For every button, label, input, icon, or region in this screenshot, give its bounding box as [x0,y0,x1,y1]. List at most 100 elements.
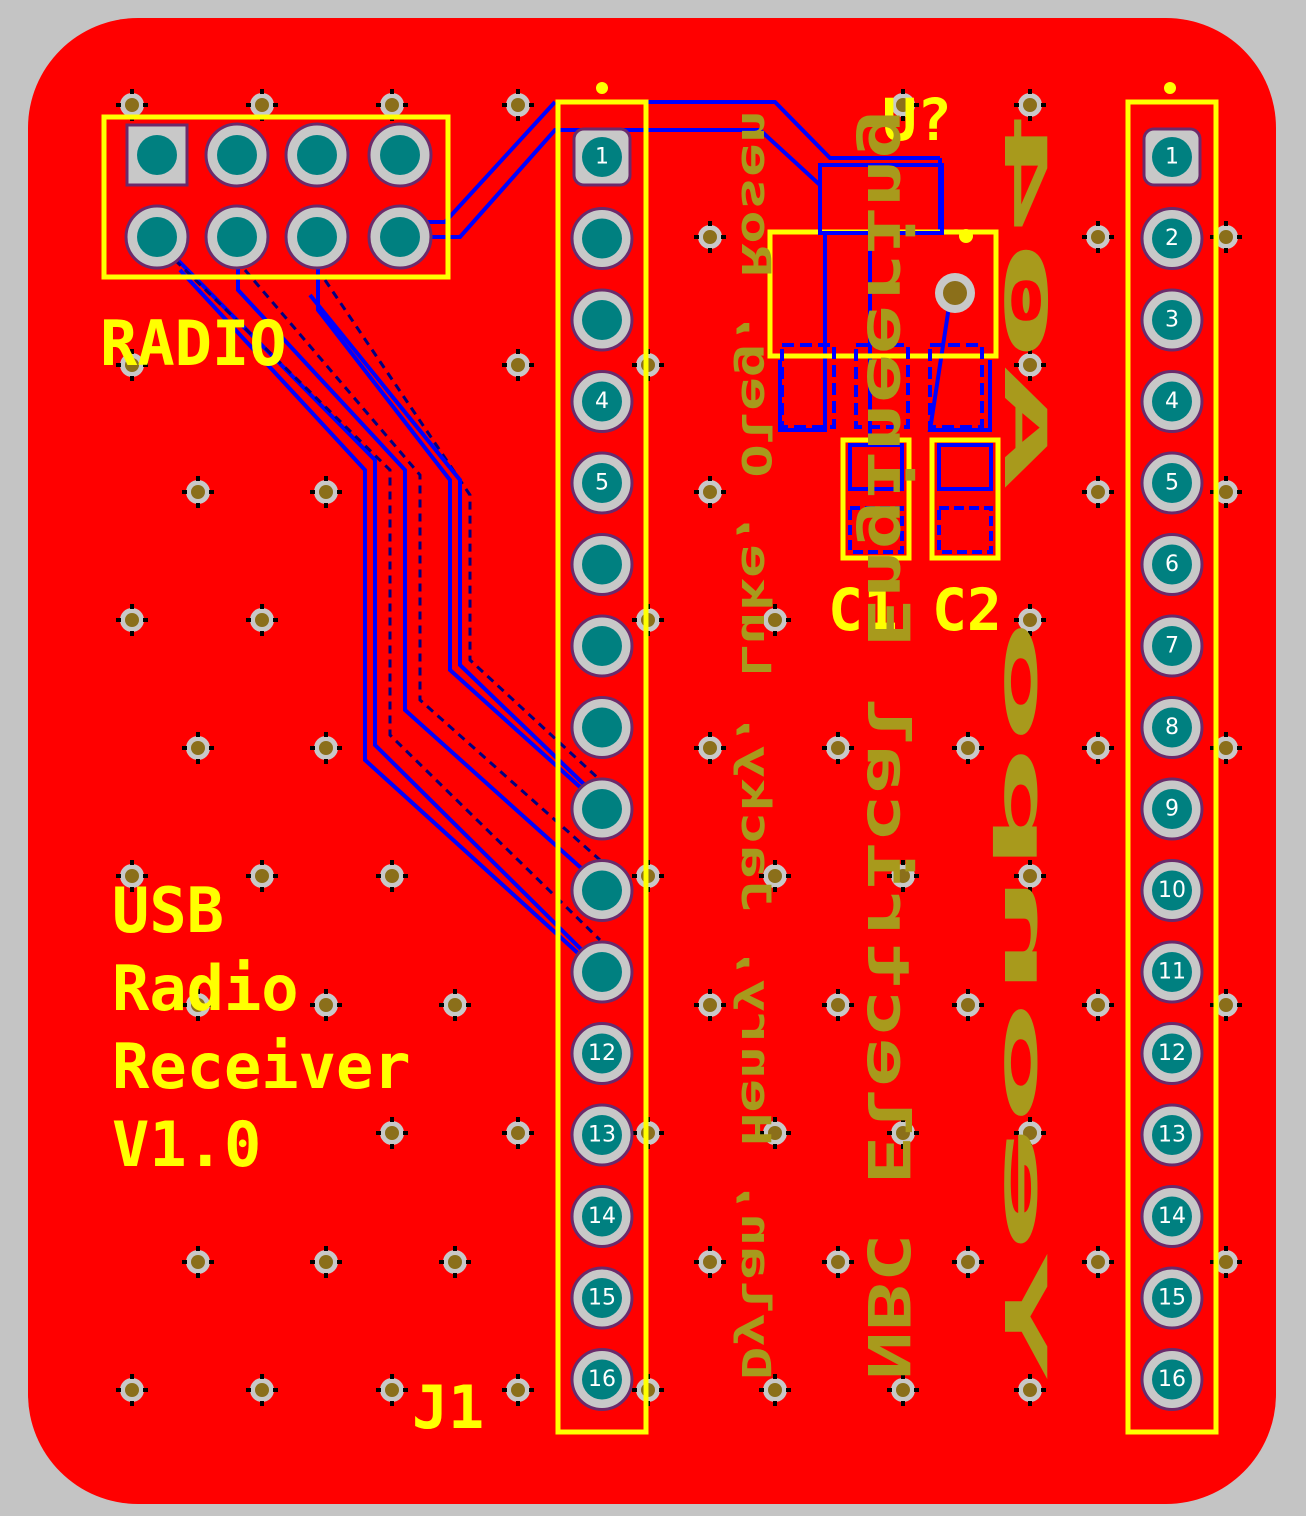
via [310,1246,342,1278]
j2-pad-number: 5 [1165,471,1179,496]
via [310,989,342,1021]
via [502,89,534,121]
title-line-2: Radio [112,952,299,1025]
via [952,989,984,1021]
radio-pad [367,122,433,188]
via [759,860,791,892]
c2-footprint [929,437,1001,561]
j2-pad-number: 11 [1158,960,1186,985]
j2-pad-number: 10 [1158,878,1186,903]
u-pad-2 [854,343,910,429]
board-title: USB Radio Receiver V1.0 [112,874,411,1181]
j1-pad: 15 [570,1266,634,1330]
via [116,349,148,381]
via [694,732,726,764]
j2-pad-number: 9 [1165,797,1179,822]
radio-pad [284,204,350,270]
j1-pad-number: 5 [595,471,609,496]
via [694,221,726,253]
via [759,604,791,636]
via [1014,604,1046,636]
via [1082,732,1114,764]
j2-pad-number: 1 [1165,145,1179,170]
via [1014,89,1046,121]
u-pad-1 [780,343,836,429]
j1-pad-number: 4 [595,389,609,414]
bottom-silk-school: NBC Electrical Engineering [854,110,922,1380]
j2-pad: 12 [1140,1022,1204,1085]
j1-pad: 13 [570,1103,634,1167]
j1-pad [570,533,634,596]
j2-pad: 2 [1140,207,1204,270]
via [116,860,148,892]
j2-pad: 3 [1140,288,1204,352]
trace-bundle-6 [323,279,602,782]
via [1082,1246,1114,1278]
via [502,349,534,381]
label-j1: J1 [412,1373,484,1443]
via [502,1117,534,1149]
via [1014,1117,1046,1149]
j2-pad: 15 [1140,1266,1204,1330]
j1-pad-number: 12 [588,1041,616,1066]
j2-pad-number: 16 [1158,1367,1186,1392]
j1-pin1-marker [596,82,608,94]
j2-pad-number: 15 [1158,1286,1186,1311]
c1-footprint [840,437,912,561]
via [246,1374,278,1406]
title-line-1: USB [112,874,224,947]
board-copper-fill [28,18,1276,1504]
radio-outline [101,114,451,280]
j2-pin1-marker [1164,82,1176,94]
title-line-4: V1.0 [112,1108,261,1181]
j2-pad-number: 14 [1158,1204,1186,1229]
via [887,860,919,892]
u-pin1-marker [959,229,973,243]
j1-pad: 1 [572,127,632,187]
bottom-silk-room: Yeonpo A04 [991,110,1059,1380]
j2-pad: 6 [1140,533,1204,596]
j2-pad-number: 3 [1165,308,1179,333]
via [887,1117,919,1149]
trace-bundle-5 [316,240,602,807]
j1-pad-number: 15 [588,1286,616,1311]
j2-pad-number: 2 [1165,226,1179,251]
via [1082,989,1114,1021]
via [952,1246,984,1278]
via [182,732,214,764]
via [1014,860,1046,892]
via [759,1117,791,1149]
via [116,89,148,121]
j1-pad [570,777,634,841]
j1-pad: 4 [570,370,634,433]
u-pad-3 [928,343,984,429]
j1-pad [570,859,634,922]
radio-pad [367,204,433,270]
radio-pad [204,122,270,188]
j2-pad: 11 [1140,940,1204,1004]
j1-pad [570,940,634,1004]
label-u: U? [882,86,952,154]
title-line-3: Receiver [112,1030,411,1103]
j1-pad: 12 [570,1022,634,1085]
j2-pad: 9 [1140,777,1204,841]
via [182,476,214,508]
j1-pad [570,614,634,678]
via [694,476,726,508]
label-c2: C2 [932,576,1002,644]
j1-pad-number: 1 [595,145,609,170]
j2-pad: 4 [1140,370,1204,433]
radio-pad [204,204,270,270]
label-c1: C1 [828,576,898,644]
u-footprint [767,163,999,429]
j1-pad-number: 14 [588,1204,616,1229]
via [116,1374,148,1406]
via [310,732,342,764]
via [822,989,854,1021]
bottom-silk: Dylan, Henry, Jacky, Luke, Oleg, Rosen N… [732,110,1059,1380]
trace-bundle-8 [308,293,592,792]
radio-pad [124,204,190,270]
j2-pad-number: 6 [1165,552,1179,577]
j1-pad [570,207,634,270]
